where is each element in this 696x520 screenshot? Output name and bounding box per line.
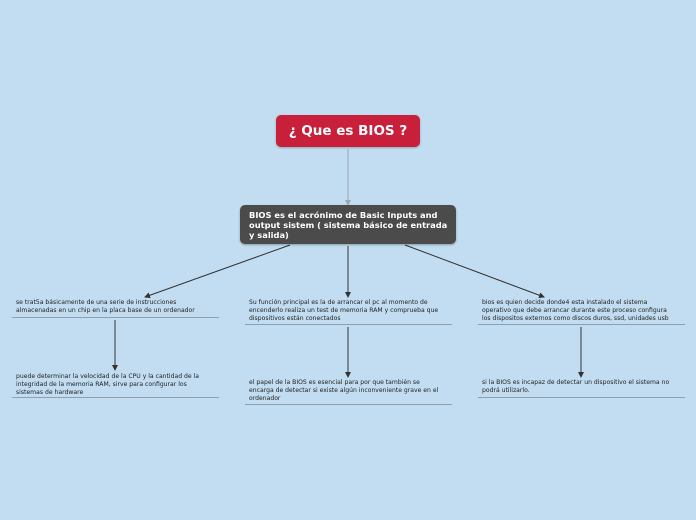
main-topic[interactable]: BIOS es el acrónimo de Basic Inputs and … — [240, 205, 456, 244]
main-topic-text: BIOS es el acrónimo de Basic Inputs and … — [249, 210, 448, 240]
connector-main-branch-3 — [404, 244, 545, 299]
subtopic-3-child-underline — [478, 397, 685, 398]
subtopic-2-child[interactable]: el papel de la BIOS es esencial para por… — [245, 379, 452, 405]
subtopic-2[interactable]: Su función principal es la de arrancar e… — [245, 299, 452, 325]
subtopic-1-child-underline — [12, 397, 219, 398]
subtopic-3-underline — [478, 324, 685, 325]
subtopic-1-child[interactable]: puede determinar la velocidad de la CPU … — [12, 373, 219, 398]
subtopic-3-text: bios es quien decide donde4 esta instala… — [482, 299, 669, 322]
subtopic-2-text: Su función principal es la de arrancar e… — [249, 299, 439, 322]
subtopic-1-child-text: puede determinar la velocidad de la CPU … — [16, 373, 200, 396]
subtopic-2-underline — [245, 324, 452, 325]
subtopic-3-child[interactable]: si la BIOS es incapaz de detectar un dis… — [478, 379, 685, 398]
subtopic-3[interactable]: bios es quien decide donde4 esta instala… — [478, 299, 685, 325]
subtopic-1-text: se trat5a básicamente de una serie de in… — [16, 299, 195, 314]
subtopic-1-underline — [12, 317, 219, 318]
subtopic-2-child-text: el papel de la BIOS es esencial para por… — [249, 379, 439, 402]
connector-main-branch-1 — [144, 244, 291, 299]
subtopic-1[interactable]: se trat5a básicamente de una serie de in… — [12, 299, 219, 318]
root-topic[interactable]: ¿ Que es BIOS ? — [276, 115, 420, 147]
subtopic-2-child-underline — [245, 404, 452, 405]
subtopic-3-child-text: si la BIOS es incapaz de detectar un dis… — [482, 379, 670, 394]
root-topic-title: ¿ Que es BIOS ? — [288, 123, 408, 139]
